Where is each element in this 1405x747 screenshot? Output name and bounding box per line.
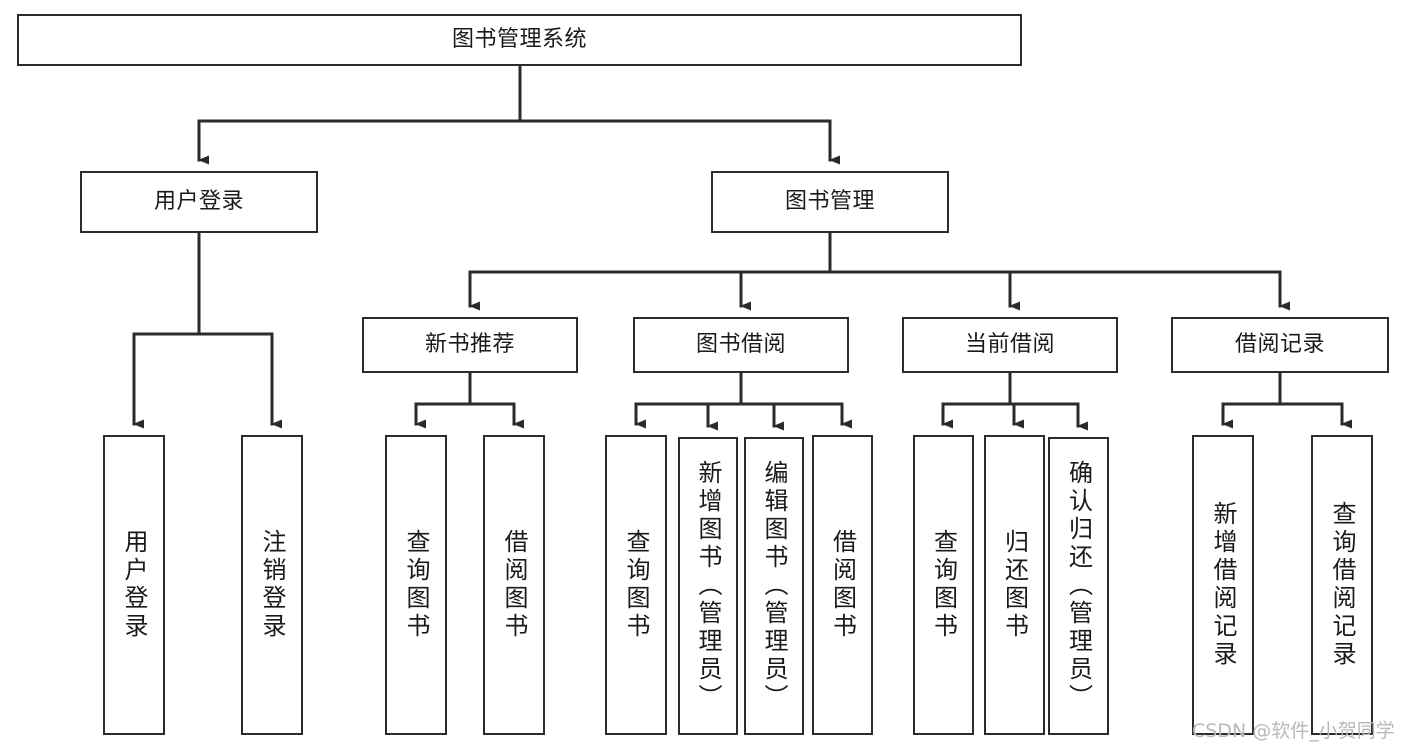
- node-leaf-user-login-label: 用户登录: [120, 529, 148, 641]
- node-leaf-user-login[interactable]: 用户登录: [103, 435, 165, 735]
- node-leaf-query-book-1-label: 查询图书: [402, 529, 430, 641]
- node-leaf-query-book-3-label: 查询图书: [929, 529, 958, 641]
- node-leaf-borrow-book-2[interactable]: 借阅图书: [812, 435, 873, 735]
- node-leaf-borrow-book-1-label: 借阅图书: [500, 529, 528, 641]
- node-current-borrow-label: 当前借阅: [964, 331, 1055, 357]
- node-leaf-query-book-2[interactable]: 查询图书: [605, 435, 667, 735]
- node-leaf-add-book[interactable]: 新增图书（管理员）: [678, 437, 738, 735]
- node-new-book-rec[interactable]: 新书推荐: [362, 317, 578, 373]
- node-leaf-return-book-label: 归还图书: [1000, 529, 1029, 641]
- node-leaf-add-record-label: 新增借阅记录: [1209, 501, 1237, 669]
- node-leaf-query-book-3[interactable]: 查询图书: [913, 435, 974, 735]
- node-leaf-add-record[interactable]: 新增借阅记录: [1192, 435, 1254, 735]
- node-leaf-return-book[interactable]: 归还图书: [984, 435, 1045, 735]
- node-leaf-confirm-return-label: 确认归还（管理员）: [1064, 460, 1093, 712]
- node-leaf-borrow-book-1[interactable]: 借阅图书: [483, 435, 545, 735]
- node-leaf-borrow-book-2-label: 借阅图书: [828, 529, 857, 641]
- node-leaf-query-record-label: 查询借阅记录: [1328, 501, 1356, 669]
- node-root[interactable]: 图书管理系统: [17, 14, 1022, 66]
- node-user-login-label: 用户登录: [153, 188, 244, 214]
- node-leaf-add-book-label: 新增图书（管理员）: [694, 460, 722, 712]
- node-book-manage-label: 图书管理: [784, 188, 875, 214]
- node-leaf-query-book-1[interactable]: 查询图书: [385, 435, 447, 735]
- node-borrow-record-label: 借阅记录: [1234, 331, 1325, 357]
- node-leaf-edit-book[interactable]: 编辑图书（管理员）: [744, 437, 804, 735]
- node-new-book-rec-label: 新书推荐: [424, 331, 515, 357]
- node-leaf-logout-label: 注销登录: [258, 529, 286, 641]
- node-leaf-edit-book-label: 编辑图书（管理员）: [760, 460, 788, 712]
- node-borrow-record[interactable]: 借阅记录: [1171, 317, 1389, 373]
- node-book-borrow[interactable]: 图书借阅: [633, 317, 849, 373]
- node-leaf-query-book-2-label: 查询图书: [622, 529, 650, 641]
- node-book-borrow-label: 图书借阅: [695, 331, 786, 357]
- csdn-watermark: CSDN @软件_小贺同学: [1192, 720, 1395, 742]
- node-leaf-confirm-return[interactable]: 确认归还（管理员）: [1048, 437, 1109, 735]
- node-root-label: 图书管理系统: [451, 26, 587, 52]
- node-current-borrow[interactable]: 当前借阅: [902, 317, 1118, 373]
- node-user-login[interactable]: 用户登录: [80, 171, 318, 233]
- node-leaf-query-record[interactable]: 查询借阅记录: [1311, 435, 1373, 735]
- node-book-manage[interactable]: 图书管理: [711, 171, 949, 233]
- node-leaf-logout[interactable]: 注销登录: [241, 435, 303, 735]
